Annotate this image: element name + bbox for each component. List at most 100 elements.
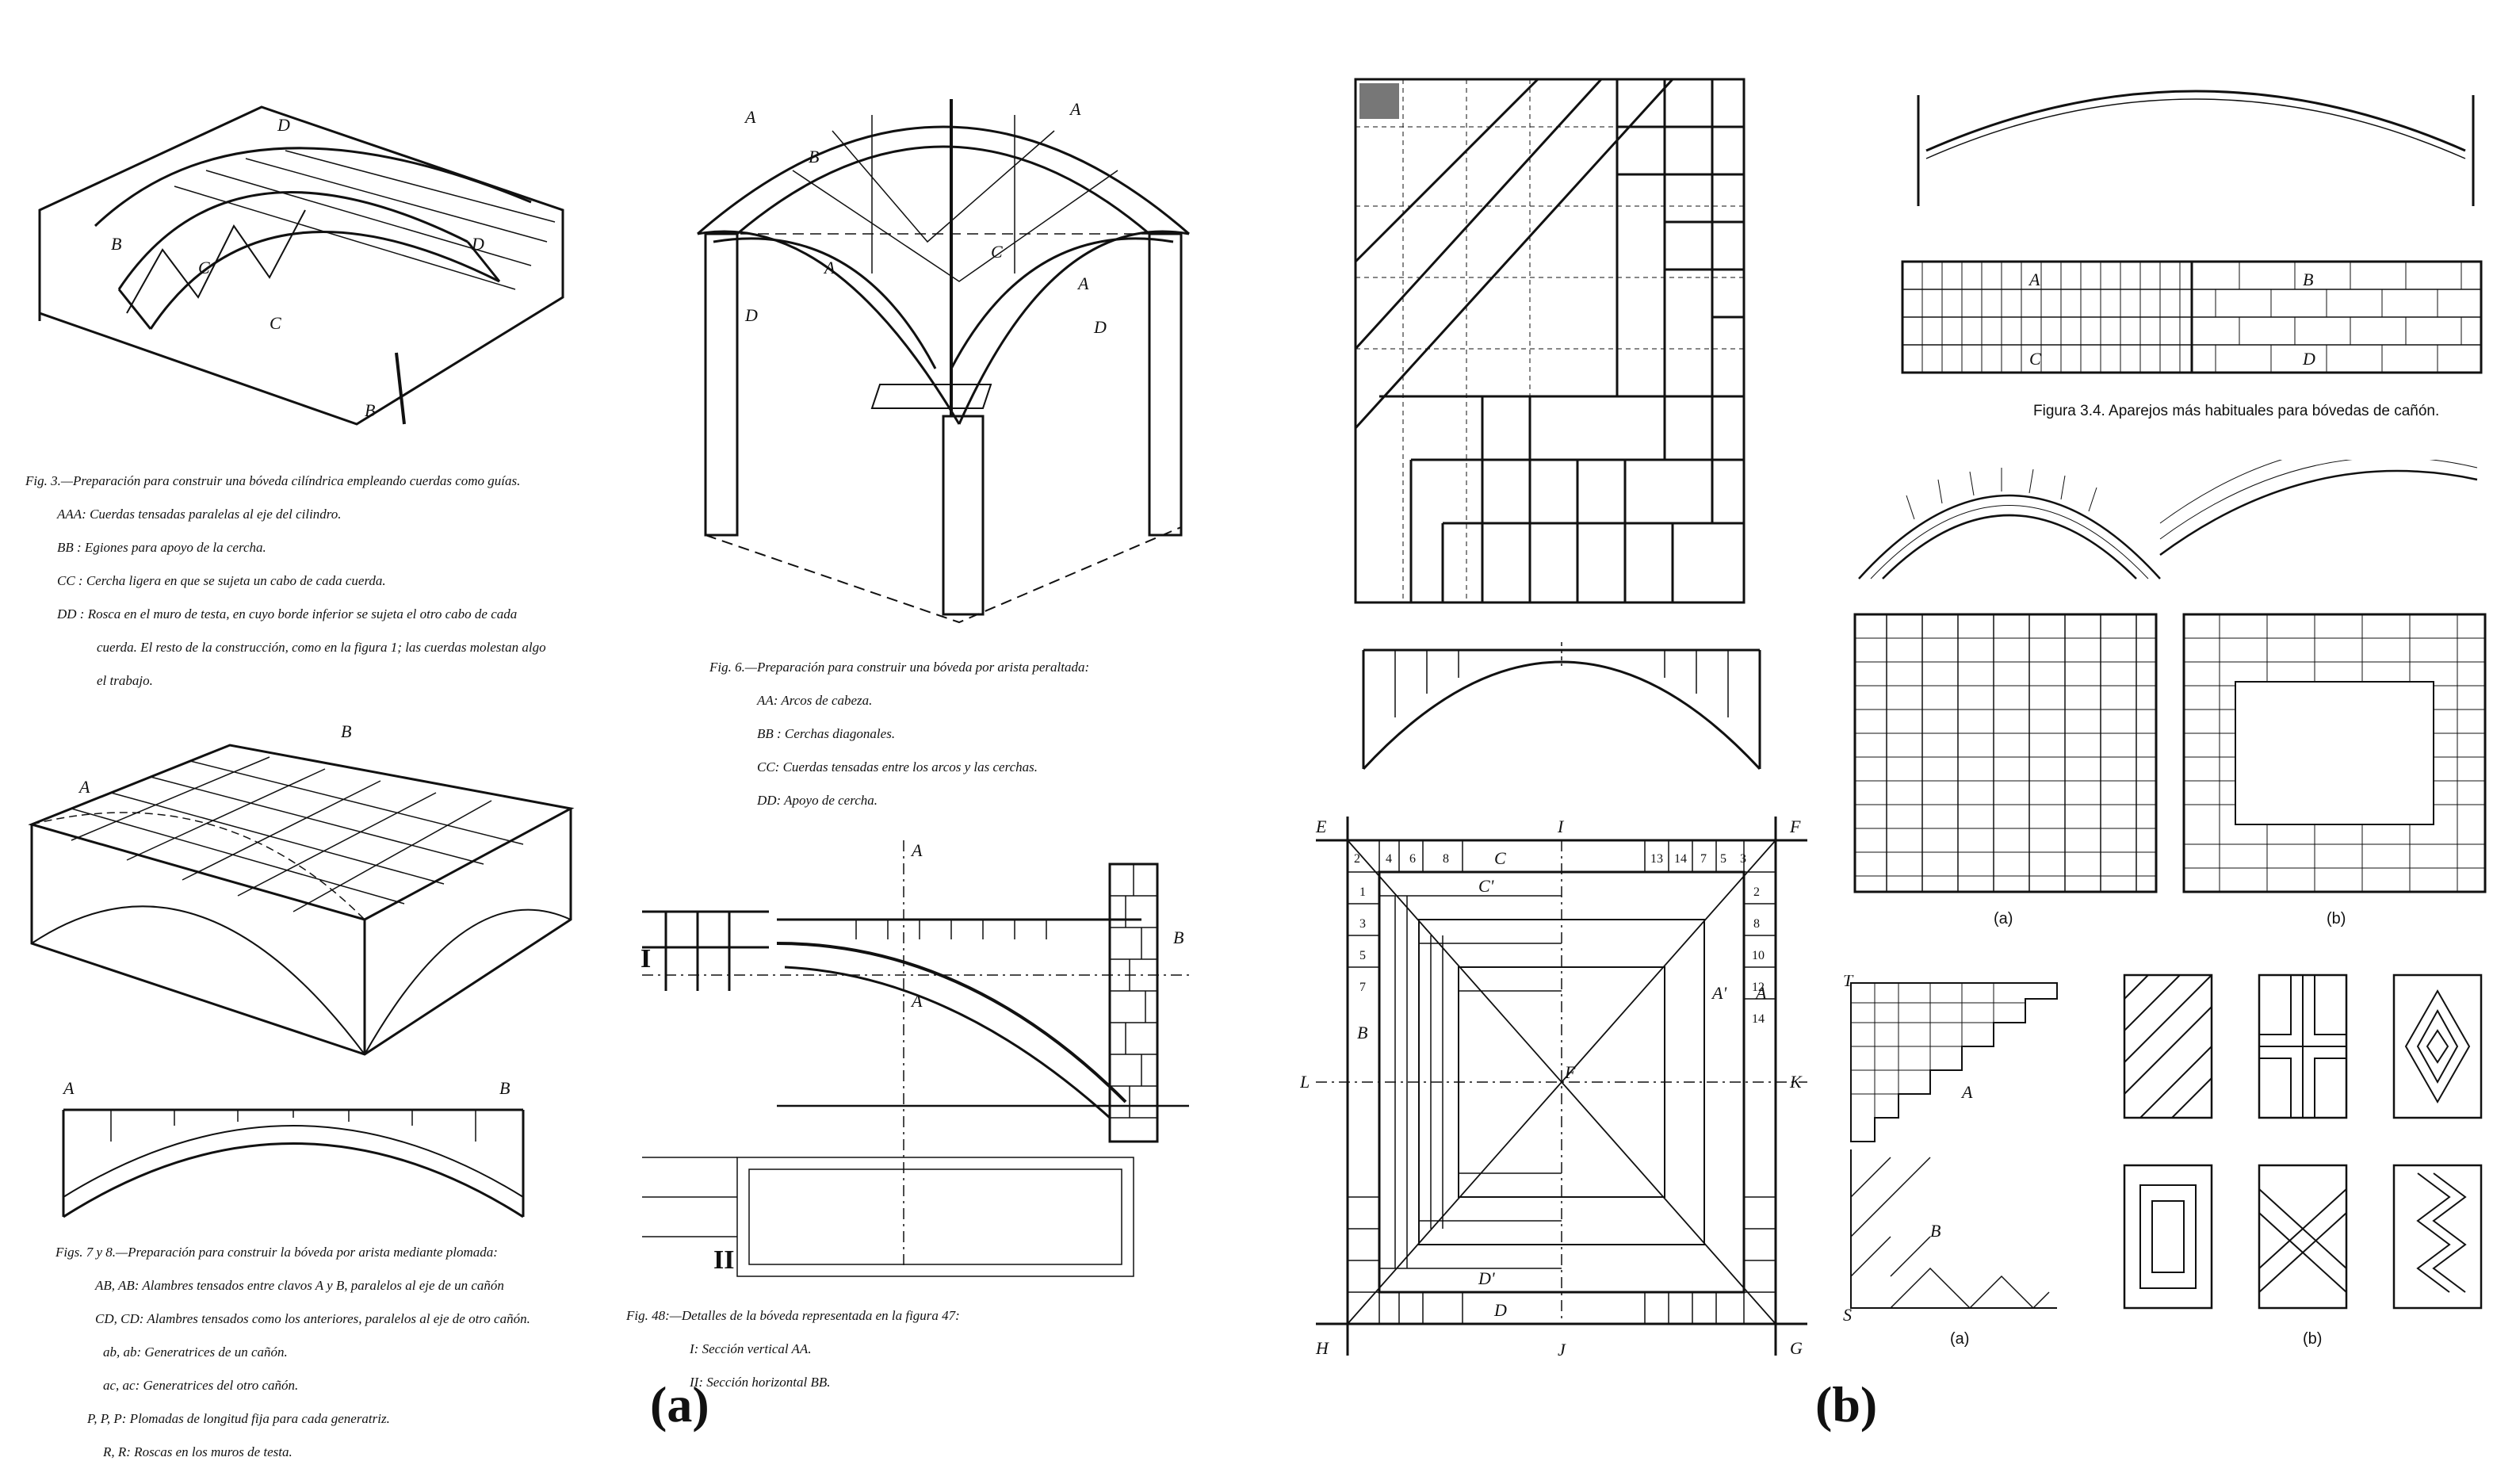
barrel-vault-elevation (1917, 90, 2475, 206)
fig78-caption-title: Figs. 7 y 8.—Preparación para construir … (55, 1245, 498, 1260)
square-bond-plan (1316, 817, 1807, 1356)
corner-label-g: G (1790, 1338, 1803, 1358)
square-num: 13 (1650, 852, 1663, 866)
stepped-bond (1850, 982, 2058, 1310)
fig3-label-c: C (198, 258, 210, 277)
square-num: 14 (1674, 852, 1687, 866)
square-label-d-prime: D' (1478, 1268, 1495, 1288)
fig78-caption: Figs. 7 y 8.—Preparación para construir … (55, 1227, 563, 1477)
sub-label-b-lower: (b) (2303, 1330, 2323, 1348)
fig7-labels: A B (78, 721, 351, 797)
fig6-label-a2: A (1069, 99, 1081, 119)
corner-label-h: H (1315, 1338, 1329, 1358)
panel-label-b: (b) (1815, 1376, 1878, 1432)
fig78-caption-line: CD, CD: Alambres tensados como los anter… (95, 1311, 530, 1326)
bond-arch-b (2159, 460, 2478, 556)
fig3-caption-line: CC : Cercha ligera en que se sujeta un c… (57, 573, 386, 588)
fig6-caption-line: AA: Arcos de cabeza. (757, 693, 873, 708)
fig3-caption-title: Fig. 3.—Preparación para construir una b… (25, 473, 521, 488)
fig6-caption-line: CC: Cuerdas tensadas entre los arcos y l… (757, 759, 1038, 775)
fig6-caption-line: DD: Apoyo de cercha. (757, 793, 878, 808)
square-bond-labels: E F H G I J L K A B C D C' D' A' F 2 4 6… (1300, 817, 1803, 1360)
fig48-labels: A A B I II (640, 840, 1183, 1275)
fig48-label-b: B (1173, 928, 1183, 947)
fig8-label-b: B (499, 1078, 510, 1098)
fig3-caption-line: DD : Rosca en el muro de testa, en cuyo … (57, 606, 518, 622)
fig48-label-a: A (910, 840, 923, 860)
square-label-c-prime: C' (1478, 876, 1494, 896)
square-label-a: A (1754, 983, 1767, 1003)
stepped-label-b: B (1930, 1221, 1941, 1241)
bond-label-b: B (2303, 270, 2313, 289)
stepped-label-a: A (1960, 1082, 1973, 1102)
fig6-label-b: B (809, 147, 819, 166)
fig6-label-a: A (744, 107, 756, 127)
fig3-label-d: D (277, 115, 290, 135)
left-panel: D B C C B D Fig. 3.—Preparación para con… (0, 0, 1229, 1484)
fig6-labels: A A A A B C D D (744, 99, 1107, 337)
fig6-label-a3: A (823, 258, 835, 277)
diagonal-bond-plan (1354, 78, 1746, 604)
fig48-caption-line: II: Sección horizontal BB. (690, 1375, 831, 1390)
fig7-label-a: A (78, 777, 90, 797)
stepped-bond-labels: T A B S (1843, 975, 1973, 1324)
square-num: 2 (1753, 885, 1760, 899)
square-num: 14 (1752, 1012, 1765, 1026)
fig48-caption: Fig. 48:—Detalles de la bóveda represent… (626, 1291, 1118, 1407)
fig6-label-c: C (991, 242, 1003, 262)
fig48-label-i: I (640, 944, 651, 973)
fig48-drawing (642, 840, 1189, 1277)
square-label-f: F (1564, 1062, 1576, 1082)
fig78-caption-line: ab, ab: Generatrices de un cañón. (103, 1344, 288, 1360)
fig3-caption-line: cuerda. El resto de la construcción, com… (97, 640, 546, 655)
barrel-bond-plan (1901, 260, 2483, 374)
fig3-label-d2: D (471, 234, 484, 254)
sub-label-a: (a) (1994, 910, 2013, 928)
pattern-tiles (2123, 973, 2483, 1310)
square-num: 8 (1753, 917, 1760, 931)
fig6-label-a4: A (1076, 273, 1089, 293)
fig6-drawing (697, 99, 1190, 624)
square-num: 7 (1359, 981, 1366, 994)
fig3-label-c2: C (270, 313, 281, 333)
bond-label-d: D (2302, 349, 2315, 369)
square-num: 7 (1700, 852, 1707, 866)
axis-label-l: L (1300, 1072, 1310, 1092)
square-num: 12 (1752, 981, 1765, 994)
fig6-caption-line: BB : Cerchas diagonales. (757, 726, 896, 741)
fig6-caption-title: Fig. 6.—Preparación para construir una b… (709, 660, 1090, 675)
sub-label-b: (b) (2327, 910, 2346, 928)
fig7-drawing (28, 744, 575, 1056)
fig8-label-a: A (62, 1078, 75, 1098)
sub-label-a-lower: (a) (1950, 1330, 1970, 1348)
fig48-caption-line: I: Sección vertical AA. (690, 1341, 812, 1356)
corner-label-f: F (1789, 817, 1801, 836)
fig3-caption-line: AAA: Cuerdas tensadas paralelas al eje d… (57, 507, 342, 522)
square-num: 4 (1386, 852, 1392, 866)
square-label-b: B (1357, 1023, 1367, 1042)
fig78-caption-line: ac, ac: Generatrices del otro cañón. (103, 1378, 299, 1393)
square-num: 1 (1359, 885, 1366, 899)
panel-label-a: (a) (650, 1376, 709, 1432)
fig6-label-d: D (744, 305, 758, 325)
fig3-caption-line: BB : Egiones para apoyo de la cercha. (57, 540, 266, 555)
square-num: 3 (1359, 917, 1366, 931)
fig3-caption-line: el trabajo. (97, 673, 153, 688)
fig3-label-b2: B (365, 400, 375, 420)
fig78-caption-line: P, P, P: Plomadas de longitud fija para … (87, 1411, 390, 1426)
axis-label-k: K (1789, 1072, 1803, 1092)
fig48-label-a2: A (910, 991, 923, 1011)
square-num: 3 (1740, 852, 1746, 866)
fig78-caption-line: AB, AB: Alambres tensados entre clavos A… (95, 1278, 504, 1293)
fig6-label-d2: D (1093, 317, 1107, 337)
barrel-bond-labels: A B C D (2028, 270, 2315, 369)
square-label-a-prime: A' (1711, 983, 1726, 1003)
square-num: 5 (1359, 949, 1366, 962)
fig48-label-ii: II (713, 1245, 734, 1275)
fig8-drawing (62, 1108, 525, 1218)
bond-arch-a (1858, 468, 2161, 579)
stepped-label-t: T (1843, 975, 1854, 990)
square-label-c: C (1494, 848, 1506, 868)
bond-plan-b (2182, 613, 2487, 893)
bond-label-a: A (2028, 270, 2040, 289)
